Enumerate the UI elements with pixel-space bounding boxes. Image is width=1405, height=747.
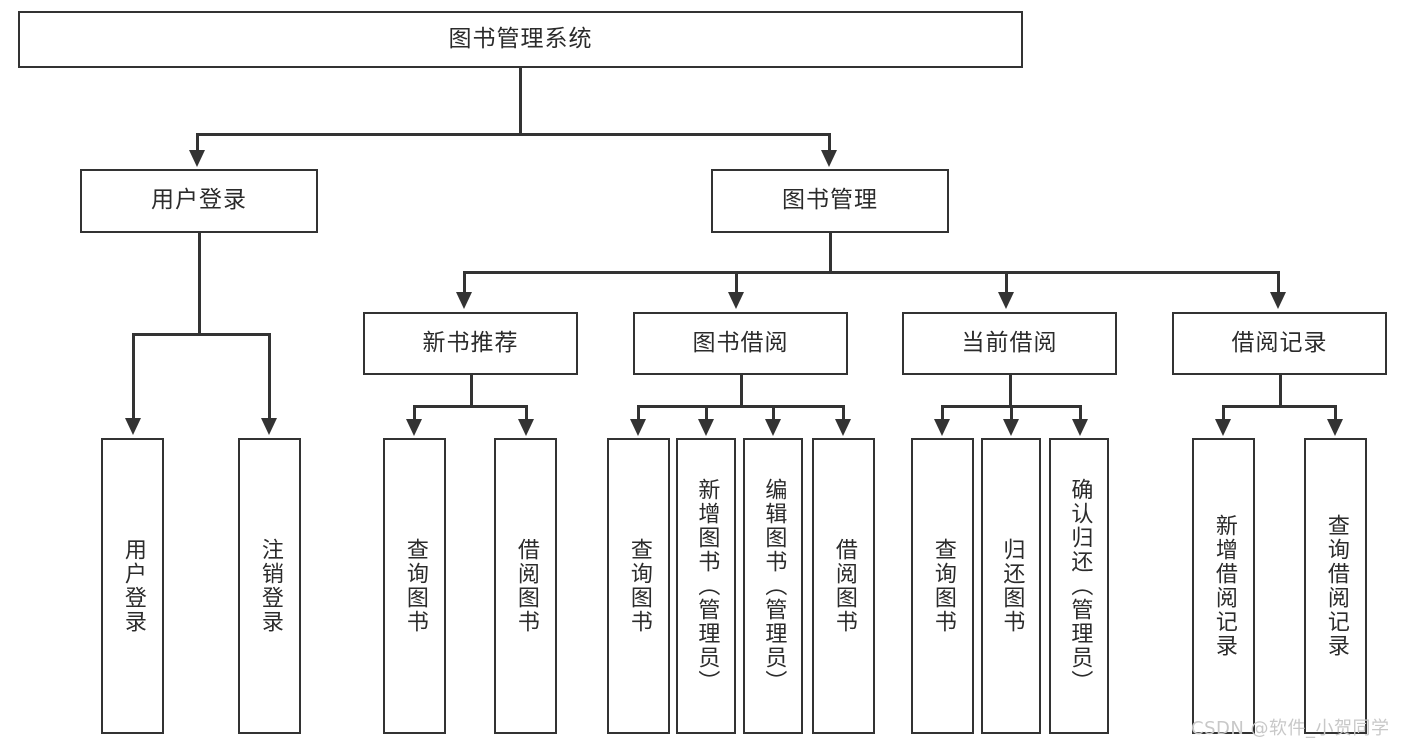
connector-br-to-leaf-0 xyxy=(1222,405,1225,422)
arrow-bb-to-leaf-2 xyxy=(765,419,781,436)
connector-bm-to-new-book xyxy=(463,271,466,295)
arrow-root-to-user-login xyxy=(189,150,205,167)
leaf-new-book-recommend-0[interactable]: 查询图书 xyxy=(383,438,446,734)
connector-br-to-leaf-1 xyxy=(1334,405,1337,422)
connector-br-stem xyxy=(1279,375,1282,406)
node-label: 新书推荐 xyxy=(422,329,519,356)
node-current-borrow[interactable]: 当前借阅 xyxy=(902,312,1117,375)
connector-br-bus xyxy=(1223,405,1336,408)
node-label: 新增借阅记录 xyxy=(1211,514,1237,658)
node-label: 查询图书 xyxy=(930,538,956,634)
connector-root-to-user-login xyxy=(196,133,199,155)
arrow-bb-to-leaf-0 xyxy=(630,419,646,436)
node-book-management[interactable]: 图书管理 xyxy=(711,169,949,233)
node-root-book-management-system[interactable]: 图书管理系统 xyxy=(18,11,1023,68)
connector-cb-to-leaf-2 xyxy=(1079,405,1082,422)
connector-bb-to-leaf-3 xyxy=(842,405,845,422)
node-label: 借阅图书 xyxy=(831,538,857,634)
arrow-cb-to-leaf-1 xyxy=(1003,419,1019,436)
node-label: 借阅记录 xyxy=(1231,329,1328,356)
node-label: 用户登录 xyxy=(151,187,247,214)
connector-book-management-stem xyxy=(829,233,832,272)
node-label: 图书管理 xyxy=(782,187,878,214)
node-label: 确认归还（管理员） xyxy=(1067,478,1093,694)
node-label: 借阅图书 xyxy=(513,538,539,634)
node-label: 查询图书 xyxy=(626,538,652,634)
node-user-login[interactable]: 用户登录 xyxy=(80,169,318,233)
connector-user-login-bus xyxy=(133,333,270,336)
node-label: 新增图书（管理员） xyxy=(694,478,720,694)
arrow-bm-to-borrow-record xyxy=(1270,292,1286,309)
leaf-current-borrow-2[interactable]: 确认归还（管理员） xyxy=(1049,438,1109,734)
arrow-br-to-leaf-1 xyxy=(1327,419,1343,436)
node-label: 用户登录 xyxy=(120,538,146,634)
leaf-borrow-record-0[interactable]: 新增借阅记录 xyxy=(1192,438,1255,734)
connector-cb-stem xyxy=(1009,375,1012,406)
connector-user-login-to-leaf-1 xyxy=(268,333,271,421)
connector-nbr-to-leaf-0 xyxy=(413,405,416,422)
node-borrow-record[interactable]: 借阅记录 xyxy=(1172,312,1387,375)
connector-bm-to-book-borrow xyxy=(735,271,738,295)
node-label: 归还图书 xyxy=(999,538,1025,634)
connector-bb-to-leaf-2 xyxy=(772,405,775,422)
connector-bb-to-leaf-1 xyxy=(705,405,708,422)
node-label: 图书管理系统 xyxy=(448,25,593,52)
leaf-current-borrow-0[interactable]: 查询图书 xyxy=(911,438,974,734)
node-book-borrow[interactable]: 图书借阅 xyxy=(633,312,848,375)
node-label: 图书借阅 xyxy=(692,329,789,356)
arrow-bm-to-new-book xyxy=(456,292,472,309)
arrow-root-to-book-management xyxy=(821,150,837,167)
arrow-br-to-leaf-0 xyxy=(1215,419,1231,436)
connector-nbr-bus xyxy=(414,405,527,408)
node-label: 编辑图书（管理员） xyxy=(761,478,787,694)
connector-cb-to-leaf-1 xyxy=(1010,405,1013,422)
arrow-bm-to-current-borrow xyxy=(998,292,1014,309)
connector-nbr-stem xyxy=(470,375,473,406)
node-new-book-recommend[interactable]: 新书推荐 xyxy=(363,312,578,375)
arrow-bm-to-book-borrow xyxy=(728,292,744,309)
connector-cb-to-leaf-0 xyxy=(941,405,944,422)
node-label: 当前借阅 xyxy=(961,329,1058,356)
leaf-book-borrow-2[interactable]: 编辑图书（管理员） xyxy=(743,438,803,734)
arrow-bb-to-leaf-3 xyxy=(835,419,851,436)
leaf-book-borrow-1[interactable]: 新增图书（管理员） xyxy=(676,438,736,734)
connector-root-stem xyxy=(519,68,522,134)
leaf-book-borrow-3[interactable]: 借阅图书 xyxy=(812,438,875,734)
connector-root-to-book-management xyxy=(828,133,831,155)
connector-bb-stem xyxy=(740,375,743,406)
arrow-nbr-to-leaf-1 xyxy=(518,419,534,436)
csdn-watermark: CSDN @软件_小贺同学 xyxy=(1191,718,1390,739)
arrow-nbr-to-leaf-0 xyxy=(406,419,422,436)
connector-bb-to-leaf-0 xyxy=(637,405,640,422)
leaf-book-borrow-0[interactable]: 查询图书 xyxy=(607,438,670,734)
connector-user-login-stem xyxy=(198,233,201,334)
node-label: 注销登录 xyxy=(257,538,283,634)
arrow-cb-to-leaf-0 xyxy=(934,419,950,436)
connector-book-management-bus xyxy=(464,271,1280,274)
connector-nbr-to-leaf-1 xyxy=(525,405,528,422)
arrow-cb-to-leaf-2 xyxy=(1072,419,1088,436)
connector-bm-to-borrow-record xyxy=(1277,271,1280,295)
leaf-borrow-record-1[interactable]: 查询借阅记录 xyxy=(1304,438,1367,734)
connector-user-login-to-leaf-0 xyxy=(132,333,135,421)
connector-root-bus xyxy=(197,133,831,136)
node-label: 查询图书 xyxy=(402,538,428,634)
node-label: 查询借阅记录 xyxy=(1323,514,1349,658)
leaf-new-book-recommend-1[interactable]: 借阅图书 xyxy=(494,438,557,734)
arrow-user-login-to-leaf-1 xyxy=(261,418,277,435)
arrow-user-login-to-leaf-0 xyxy=(125,418,141,435)
leaf-user-login-0[interactable]: 用户登录 xyxy=(101,438,164,734)
leaf-user-login-1[interactable]: 注销登录 xyxy=(238,438,301,734)
connector-bb-bus xyxy=(638,405,844,408)
leaf-current-borrow-1[interactable]: 归还图书 xyxy=(981,438,1041,734)
connector-bm-to-current-borrow xyxy=(1005,271,1008,295)
arrow-bb-to-leaf-1 xyxy=(698,419,714,436)
